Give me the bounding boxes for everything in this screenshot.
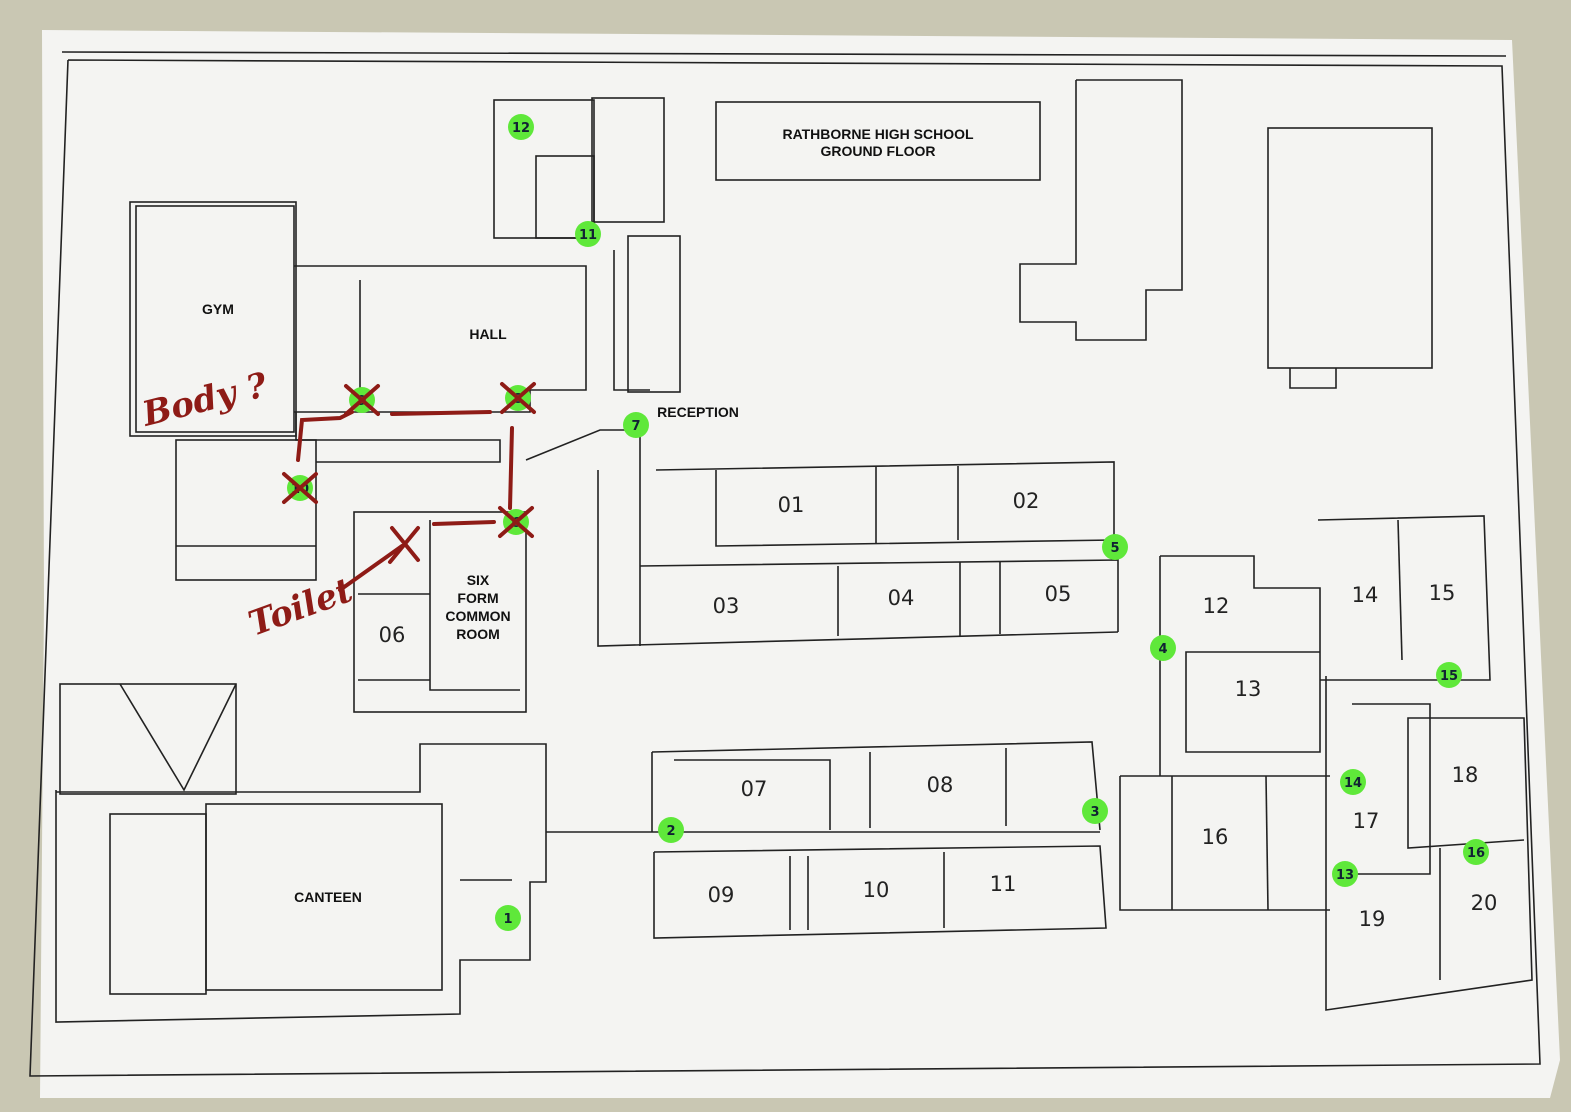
cross-mark [282, 472, 318, 504]
room-number: 15 [1429, 581, 1456, 605]
location-marker: 13 [1332, 861, 1358, 887]
room-common-1: SIX [467, 572, 490, 588]
marker-label: 4 [1158, 642, 1167, 657]
room-common-3: COMMON [445, 608, 510, 624]
walls [55, 79, 1533, 1023]
room-number: 19 [1359, 907, 1386, 931]
room-number: 05 [1045, 582, 1072, 606]
location-marker: 16 [1463, 839, 1489, 865]
cross-mark [344, 384, 380, 416]
room-common-2: FORM [457, 590, 498, 606]
location-marker: 12 [508, 114, 534, 140]
room-number: 18 [1452, 763, 1479, 787]
marker-label: 5 [1110, 541, 1119, 556]
room-number: 06 [379, 623, 406, 647]
location-marker: 8 [500, 382, 536, 414]
marker-label: 15 [1440, 669, 1458, 684]
marker-label: 12 [512, 121, 530, 136]
title-line2: GROUND FLOOR [820, 143, 935, 159]
border [29, 51, 1541, 1077]
location-marker: 7 [623, 412, 649, 438]
room-reception: RECEPTION [657, 404, 739, 420]
location-marker: 5 [1102, 534, 1128, 560]
room-number: 14 [1352, 583, 1379, 607]
location-marker: 6 [498, 506, 534, 538]
marker-label: 13 [1336, 868, 1354, 883]
room-number: 16 [1202, 825, 1229, 849]
room-number: 10 [863, 878, 890, 902]
room-number: 03 [713, 594, 740, 618]
marker-label: 14 [1344, 776, 1362, 791]
room-number: 08 [927, 773, 954, 797]
room-canteen: CANTEEN [294, 889, 362, 905]
room-number: 02 [1013, 489, 1040, 513]
title-box [715, 101, 1041, 181]
location-marker: 4 [1150, 635, 1176, 661]
marker-label: 3 [1090, 805, 1099, 820]
location-marker: 1 [495, 905, 521, 931]
location-marker: 15 [1436, 662, 1462, 688]
location-marker: 2 [658, 817, 684, 843]
room-number: 13 [1235, 677, 1262, 701]
room-number: 04 [888, 586, 915, 610]
cross-mark [498, 506, 534, 538]
room-number: 17 [1353, 809, 1380, 833]
room-number: 09 [708, 883, 735, 907]
room-hall: HALL [469, 326, 507, 342]
marker-label: 2 [666, 824, 675, 839]
marker-label: 7 [631, 419, 640, 434]
location-marker: 3 [1082, 798, 1108, 824]
location-marker: 11 [575, 221, 601, 247]
room-number: 11 [990, 872, 1017, 896]
room-gym: GYM [202, 301, 234, 317]
room-number: 07 [741, 777, 768, 801]
room-number: 12 [1203, 594, 1230, 618]
marker-label: 16 [1467, 846, 1485, 861]
title-line1: RATHBORNE HIGH SCHOOL [782, 126, 974, 142]
room-number: 20 [1471, 891, 1498, 915]
location-marker: 14 [1340, 769, 1366, 795]
marker-label: 11 [579, 228, 597, 243]
marker-label: 1 [503, 912, 512, 927]
room-number: 01 [778, 493, 805, 517]
location-marker: 10 [282, 472, 318, 504]
cross-mark [500, 382, 536, 414]
location-marker: 9 [344, 384, 380, 416]
room-common-4: ROOM [456, 626, 500, 642]
